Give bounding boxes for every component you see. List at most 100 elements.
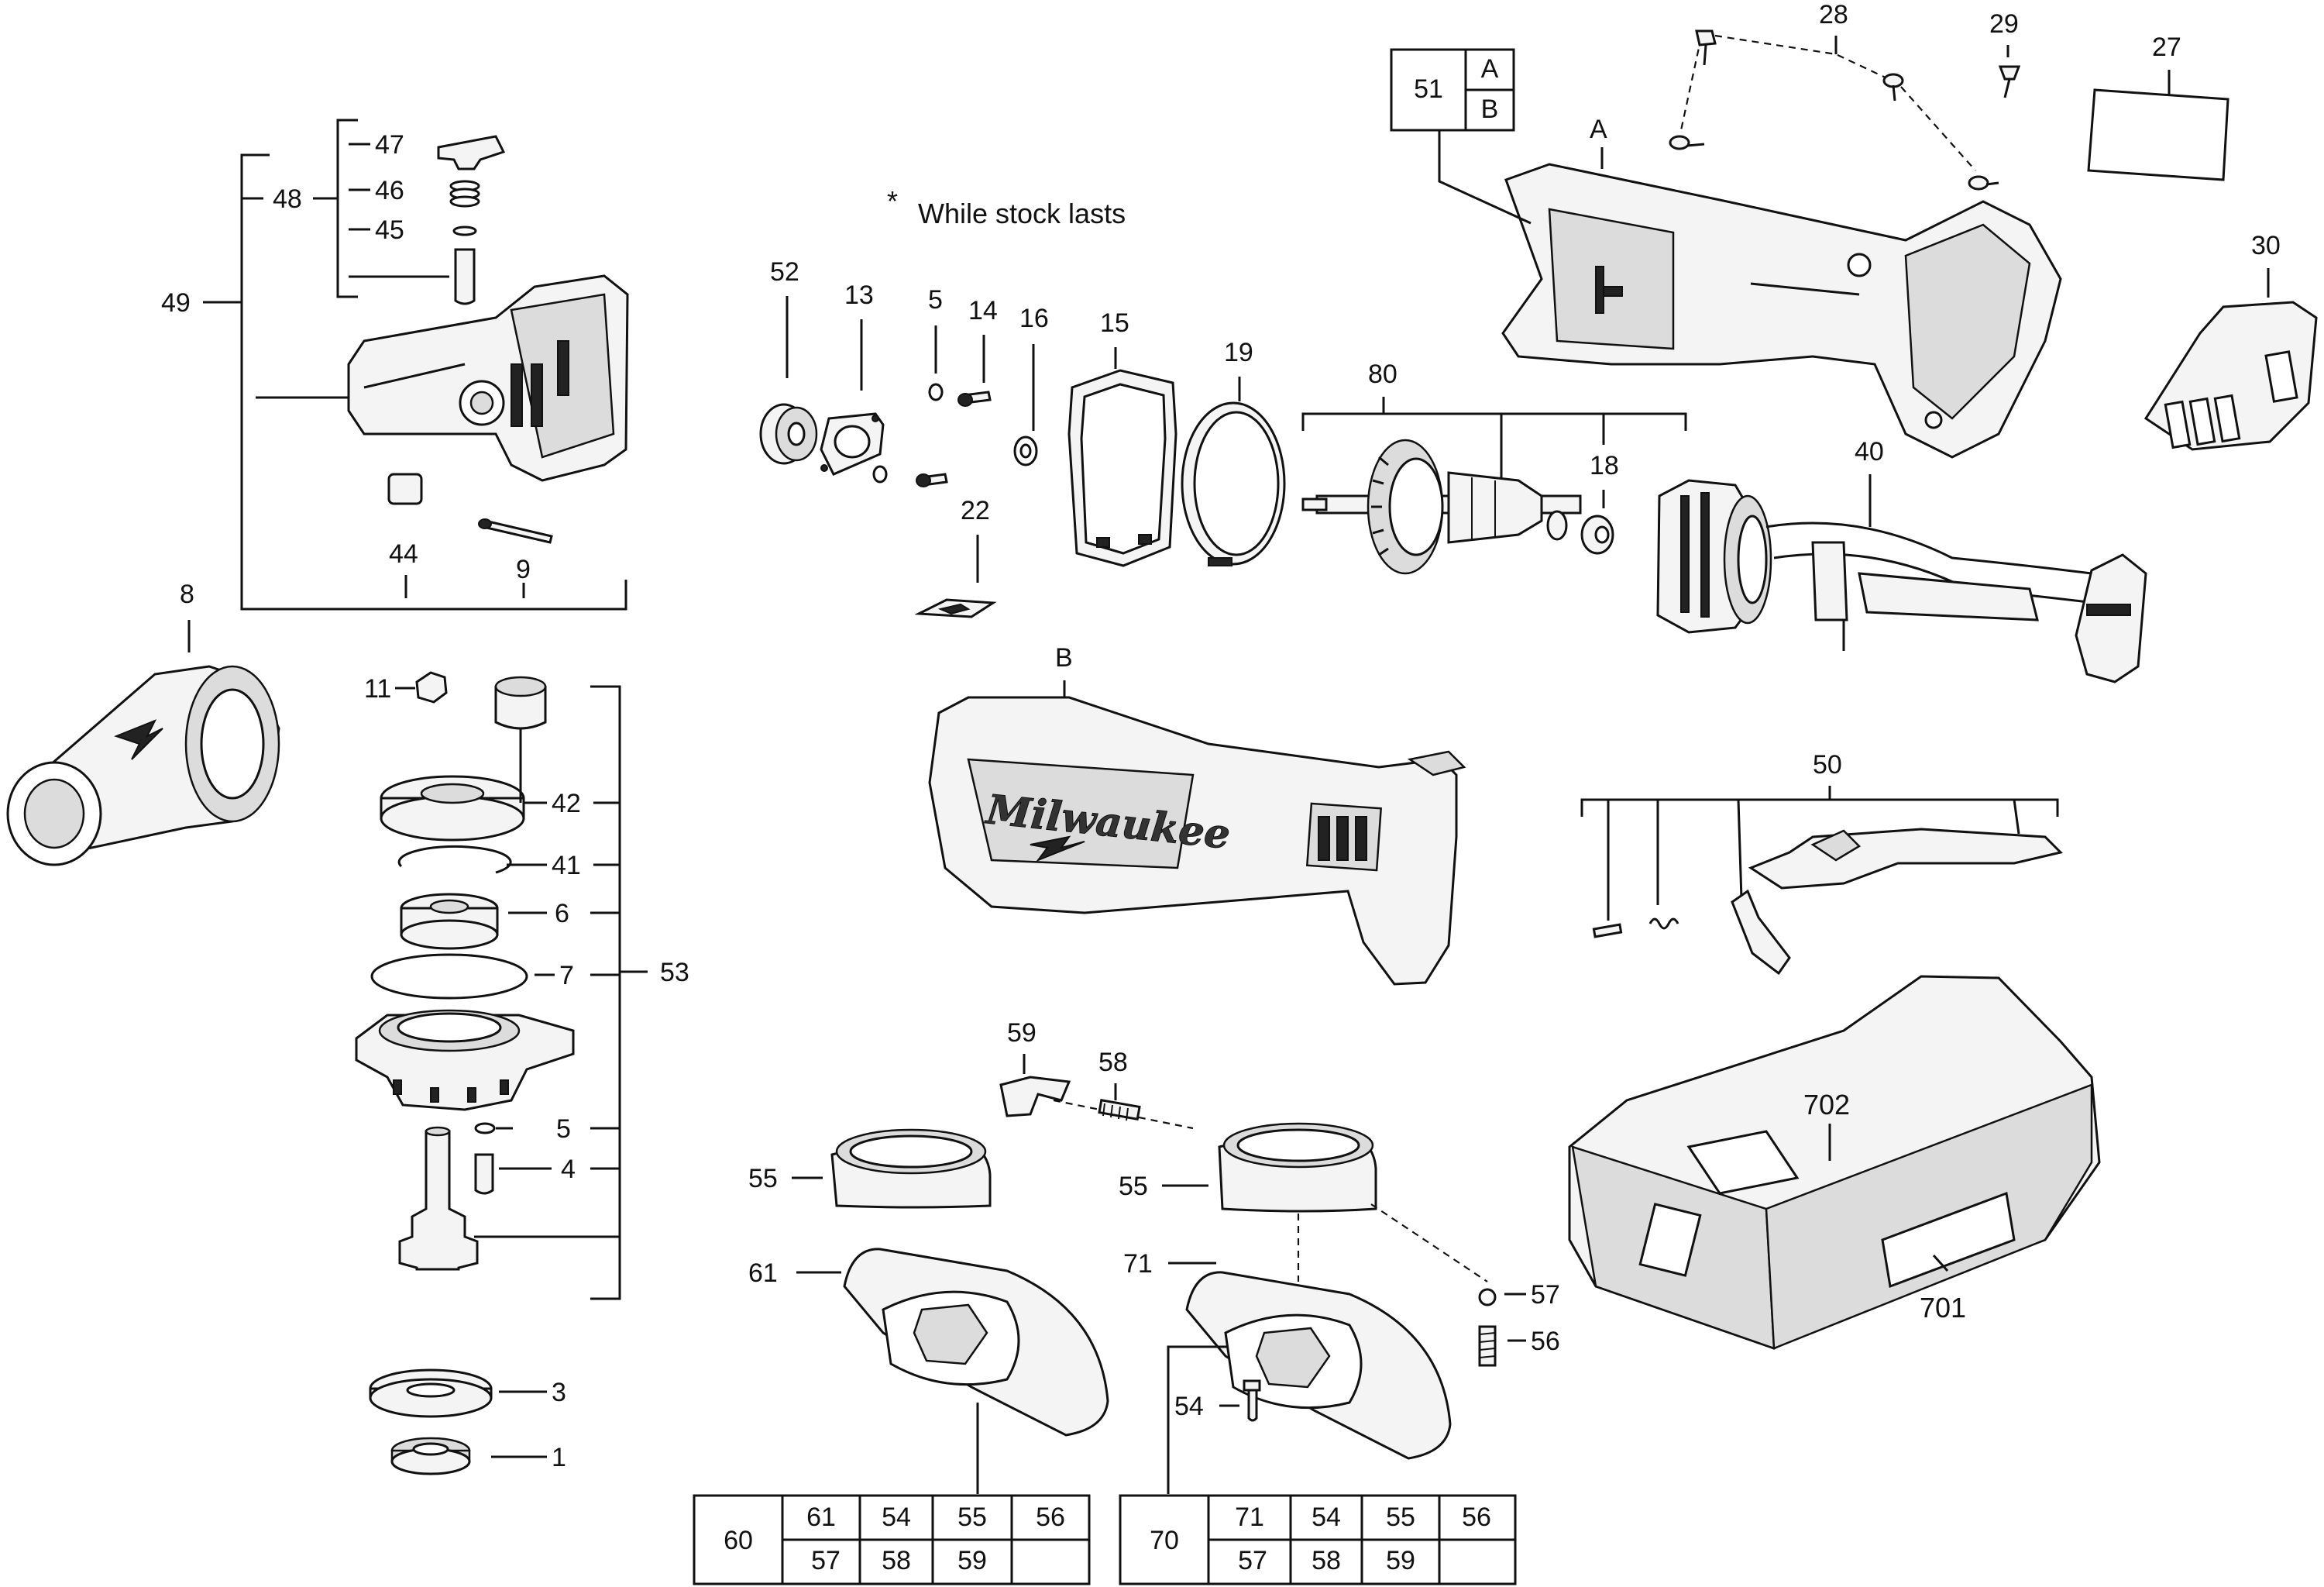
label-58: 58 bbox=[1098, 1048, 1128, 1077]
label-13: 13 bbox=[844, 281, 874, 310]
lock-button-47 bbox=[437, 135, 506, 170]
label-9: 9 bbox=[516, 555, 531, 584]
kit-70-cell: 58 bbox=[1312, 1546, 1341, 1575]
screw-9 bbox=[482, 519, 553, 544]
brush-holder bbox=[1811, 541, 1848, 621]
kit-60-cell: 61 bbox=[806, 1503, 836, 1532]
label-28: 28 bbox=[1819, 0, 1848, 29]
kit-60-cell: 59 bbox=[957, 1546, 987, 1575]
label-29: 29 bbox=[1989, 9, 2019, 39]
label-53: 53 bbox=[660, 958, 689, 987]
kit-70-cell: 54 bbox=[1312, 1503, 1341, 1532]
spindle bbox=[398, 1130, 479, 1271]
label-46: 46 bbox=[375, 176, 404, 205]
label-14: 14 bbox=[968, 296, 998, 325]
ring-45 bbox=[452, 225, 477, 236]
label-71: 71 bbox=[1123, 1249, 1153, 1279]
switch-cover-30 bbox=[2144, 301, 2318, 451]
kit-60-cell: 55 bbox=[957, 1503, 987, 1532]
kit-70-cell: 56 bbox=[1462, 1503, 1491, 1532]
label-11: 11 bbox=[364, 674, 391, 704]
screw-28a bbox=[1695, 29, 1717, 66]
middle-small-parts: 52 13 5 14 16 15 19 bbox=[759, 257, 1286, 618]
kit-60-main: 60 bbox=[724, 1526, 753, 1555]
kit-60-cell: 57 bbox=[811, 1546, 841, 1575]
label-47: 47 bbox=[375, 130, 404, 160]
letter-B: B bbox=[1055, 643, 1073, 673]
kit-70-cell: 57 bbox=[1238, 1546, 1267, 1575]
label-5a: 5 bbox=[928, 285, 943, 315]
box-51-main: 51 bbox=[1414, 74, 1443, 104]
label-50: 50 bbox=[1813, 750, 1842, 780]
bracket-48 bbox=[336, 119, 358, 298]
label-54: 54 bbox=[1174, 1392, 1204, 1421]
kit-60-cell: 58 bbox=[882, 1546, 911, 1575]
label-702: 702 bbox=[1803, 1089, 1850, 1121]
rear-housing-a: A 51 A B bbox=[1390, 48, 2062, 459]
latch-59 bbox=[999, 1076, 1071, 1117]
label-3: 3 bbox=[552, 1378, 566, 1407]
kit-70-main: 70 bbox=[1150, 1526, 1179, 1555]
label-57: 57 bbox=[1531, 1280, 1560, 1310]
label-22: 22 bbox=[961, 496, 990, 525]
label-6: 6 bbox=[555, 899, 569, 928]
washer-5 bbox=[474, 1122, 496, 1134]
kit-60-table: 60 61 54 55 56 57 58 59 bbox=[693, 1494, 1091, 1585]
label-56: 56 bbox=[1531, 1327, 1560, 1356]
box-51-bottom: B bbox=[1481, 95, 1499, 124]
paddle-switch-assembly: 50 bbox=[1580, 750, 2063, 976]
label-7: 7 bbox=[559, 961, 574, 990]
note-star: * bbox=[887, 185, 898, 217]
lock-off-lever bbox=[1731, 889, 1791, 976]
motor-housing-b: B Milwaukee bbox=[928, 643, 1466, 986]
label-1: 1 bbox=[552, 1443, 566, 1472]
guard-kit-70: 59 58 55 71 57 bbox=[999, 1018, 1560, 1585]
label-15: 15 bbox=[1100, 308, 1129, 338]
bushing-44 bbox=[387, 473, 423, 505]
label-52: 52 bbox=[770, 257, 799, 287]
kit-70-cell: 59 bbox=[1386, 1546, 1415, 1575]
ball-57 bbox=[1478, 1288, 1497, 1306]
label-8: 8 bbox=[180, 580, 194, 609]
note-text: While stock lasts bbox=[918, 198, 1126, 229]
o-ring-7 bbox=[370, 953, 528, 1000]
label-59: 59 bbox=[1007, 1018, 1037, 1048]
pin-4 bbox=[474, 1153, 494, 1195]
label-19: 19 bbox=[1224, 338, 1253, 367]
label-80: 80 bbox=[1368, 360, 1397, 389]
bracket-80 bbox=[1301, 412, 1687, 431]
screw-54 bbox=[1243, 1379, 1261, 1392]
gear-head-assembly: 49 48 47 46 45 44 bbox=[161, 119, 629, 611]
label-61: 61 bbox=[748, 1258, 778, 1288]
stock-note: * While stock lasts bbox=[887, 185, 1126, 229]
bracket-53 bbox=[590, 685, 621, 1300]
letter-A: A bbox=[1590, 115, 1607, 144]
paddle bbox=[1748, 828, 2063, 890]
retaining-ring-41 bbox=[397, 845, 512, 874]
switch-module bbox=[2075, 553, 2147, 683]
label-55b: 55 bbox=[1119, 1172, 1148, 1201]
stator-assembly: 40 bbox=[1656, 437, 2147, 683]
spindle-assembly: 53 11 42 41 6 7 bbox=[355, 671, 689, 1475]
label-27: 27 bbox=[2152, 33, 2181, 62]
label-701: 701 bbox=[1920, 1292, 1966, 1324]
spring-58 bbox=[1098, 1099, 1141, 1121]
box-51-top: A bbox=[1481, 54, 1499, 84]
pin-shaft bbox=[454, 248, 476, 305]
spring-56 bbox=[1478, 1325, 1497, 1367]
carry-case: 702 701 bbox=[1568, 975, 2101, 1350]
washer-5-top bbox=[928, 383, 944, 401]
nut-11 bbox=[415, 671, 448, 704]
nameplate-27 bbox=[2087, 88, 2229, 181]
kit-70-table: 70 71 54 55 56 57 58 59 bbox=[1119, 1494, 1517, 1585]
screw-28b bbox=[1882, 73, 1904, 102]
side-handle-8: 8 bbox=[6, 580, 280, 866]
label-18: 18 bbox=[1590, 451, 1619, 480]
label-30: 30 bbox=[2251, 231, 2281, 260]
kit-60-cell: 54 bbox=[882, 1503, 911, 1532]
label-48: 48 bbox=[273, 184, 302, 214]
screw-28d bbox=[1968, 175, 1999, 191]
label-16: 16 bbox=[1019, 304, 1049, 333]
label-41: 41 bbox=[552, 851, 581, 880]
